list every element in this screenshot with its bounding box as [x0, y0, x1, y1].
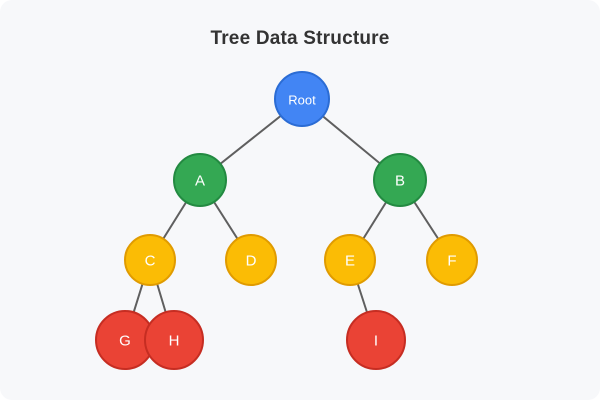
- node-circle-i[interactable]: [346, 310, 406, 370]
- node-circle-root[interactable]: [274, 71, 330, 127]
- node-circle-c[interactable]: [124, 234, 176, 286]
- node-label-a: A: [195, 173, 205, 190]
- page-title: Tree Data Structure: [210, 28, 390, 49]
- node-label-c: C: [145, 253, 156, 270]
- node-label-root: Root: [288, 93, 316, 108]
- tree-node-f[interactable]: F: [426, 234, 478, 286]
- tree-node-h[interactable]: H: [144, 310, 204, 370]
- node-label-h: H: [169, 333, 180, 350]
- tree-node-i[interactable]: I: [346, 310, 406, 370]
- node-label-f: F: [447, 253, 456, 270]
- node-label-e: E: [345, 253, 355, 270]
- node-circle-e[interactable]: [324, 234, 376, 286]
- node-circle-b[interactable]: [373, 153, 427, 207]
- edges-layer: [124, 98, 453, 341]
- node-label-g: G: [119, 333, 131, 350]
- node-label-b: B: [395, 173, 405, 190]
- node-circle-h[interactable]: [144, 310, 204, 370]
- tree-node-d[interactable]: D: [225, 234, 277, 286]
- tree-node-root[interactable]: Root: [274, 71, 330, 127]
- node-circle-f[interactable]: [426, 234, 478, 286]
- node-circle-a[interactable]: [173, 153, 227, 207]
- tree-node-b[interactable]: B: [373, 153, 427, 207]
- node-circle-d[interactable]: [225, 234, 277, 286]
- tree-node-c[interactable]: C: [124, 234, 176, 286]
- node-label-i: I: [374, 333, 378, 350]
- tree-node-e[interactable]: E: [324, 234, 376, 286]
- node-label-d: D: [246, 253, 257, 270]
- tree-node-a[interactable]: A: [173, 153, 227, 207]
